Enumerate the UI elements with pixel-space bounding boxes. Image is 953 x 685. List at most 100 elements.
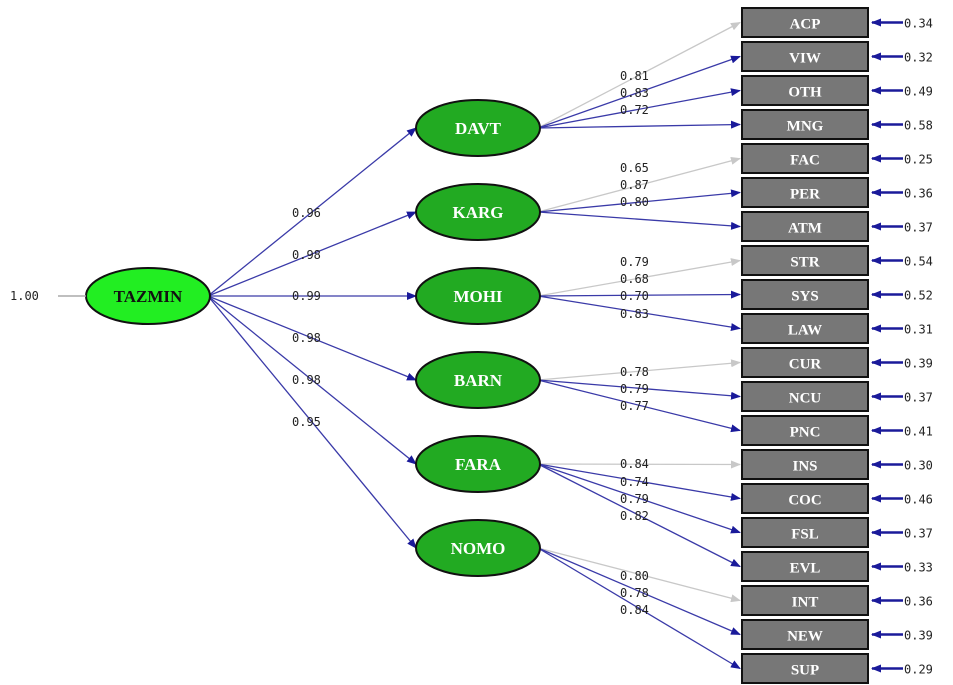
factor-to-indicator-edge bbox=[537, 258, 741, 297]
indicator-loading-label: 0.83 bbox=[620, 307, 649, 321]
error-variance-label: 0.39 bbox=[904, 629, 933, 643]
factor-to-indicator-edge bbox=[537, 156, 741, 213]
indicator-loading-label: 0.79 bbox=[620, 255, 649, 269]
root-to-factor-edge bbox=[207, 295, 417, 381]
indicator-box[interactable]: NCU bbox=[741, 381, 869, 412]
error-variance-label: 0.52 bbox=[904, 289, 933, 303]
indicator-rect bbox=[741, 585, 869, 616]
indicator-box[interactable]: VIW bbox=[741, 41, 869, 72]
root-to-factor-edge bbox=[207, 295, 417, 549]
indicator-box[interactable]: SUP bbox=[741, 653, 869, 684]
indicator-rect bbox=[741, 619, 869, 650]
indicator-box[interactable]: NEW bbox=[741, 619, 869, 650]
factor-to-indicator-edge bbox=[537, 547, 741, 670]
indicator-box[interactable]: INS bbox=[741, 449, 869, 480]
indicator-rect bbox=[741, 41, 869, 72]
factor-to-indicator-edge bbox=[537, 120, 741, 129]
indicator-box[interactable]: PER bbox=[741, 177, 869, 208]
indicator-box[interactable]: INT bbox=[741, 585, 869, 616]
indicator-rect bbox=[741, 517, 869, 548]
indicator-loading-label: 0.72 bbox=[620, 103, 649, 117]
indicator-label: MNG bbox=[787, 119, 824, 135]
factor-to-indicator-edge bbox=[537, 460, 741, 469]
indicator-loading-label: 0.82 bbox=[620, 509, 649, 523]
indicator-box[interactable]: FSL bbox=[741, 517, 869, 548]
root-label: TAZMIN bbox=[114, 287, 183, 306]
indicator-rect bbox=[741, 211, 869, 242]
indicator-rect bbox=[741, 653, 869, 684]
indicator-label: COC bbox=[788, 493, 821, 509]
indicator-label: NEW bbox=[787, 629, 823, 645]
factor-to-indicator-edge bbox=[537, 547, 741, 636]
error-variance-label: 0.33 bbox=[904, 561, 933, 575]
error-variance-label: 0.31 bbox=[904, 323, 933, 337]
factor-label: FARA bbox=[455, 455, 502, 474]
indicator-loading-label: 0.74 bbox=[620, 475, 649, 489]
indicator-rect bbox=[741, 415, 869, 446]
indicator-box[interactable]: OTH bbox=[741, 75, 869, 106]
factor-ellipse bbox=[415, 519, 541, 577]
indicator-box[interactable]: MNG bbox=[741, 109, 869, 140]
factor-node[interactable]: KARG bbox=[415, 183, 541, 241]
root-to-factor-edge bbox=[207, 295, 417, 465]
error-variance-label: 0.30 bbox=[904, 459, 933, 473]
error-variance-label: 0.37 bbox=[904, 221, 933, 235]
error-variance-label: 0.37 bbox=[904, 391, 933, 405]
indicator-label: OTH bbox=[788, 85, 822, 101]
indicator-rect bbox=[741, 483, 869, 514]
indicator-rect bbox=[741, 551, 869, 582]
root-node[interactable]: TAZMIN bbox=[85, 267, 211, 325]
root-variance-label: 1.00 bbox=[10, 289, 39, 303]
error-variance-label: 0.58 bbox=[904, 119, 933, 133]
indicator-label: FSL bbox=[791, 527, 819, 543]
indicator-box[interactable]: PNC bbox=[741, 415, 869, 446]
factor-ellipse bbox=[415, 183, 541, 241]
factor-to-indicator-edge bbox=[537, 379, 741, 433]
indicator-rect bbox=[741, 7, 869, 38]
factor-to-indicator-edge bbox=[537, 547, 741, 603]
indicator-rect bbox=[741, 109, 869, 140]
indicator-rect bbox=[741, 347, 869, 378]
indicator-box[interactable]: STR bbox=[741, 245, 869, 276]
factor-label: MOHI bbox=[453, 287, 502, 306]
indicator-box[interactable]: SYS bbox=[741, 279, 869, 310]
indicator-box[interactable]: FAC bbox=[741, 143, 869, 174]
factor-to-indicator-edge bbox=[537, 55, 741, 129]
indicator-box[interactable]: ACP bbox=[741, 7, 869, 38]
indicator-box[interactable]: ATM bbox=[741, 211, 869, 242]
error-variance-label: 0.34 bbox=[904, 17, 933, 31]
indicator-label: CUR bbox=[789, 357, 822, 373]
indicator-box[interactable]: COC bbox=[741, 483, 869, 514]
indicator-rect bbox=[741, 381, 869, 412]
factor-label: DAVT bbox=[455, 119, 502, 138]
indicator-loading-label: 0.65 bbox=[620, 161, 649, 175]
factor-label: NOMO bbox=[451, 539, 506, 558]
factor-node[interactable]: DAVT bbox=[415, 99, 541, 157]
indicator-loading-label: 0.84 bbox=[620, 457, 649, 471]
factor-to-indicator-edge bbox=[537, 463, 741, 568]
indicator-loading-label: 0.79 bbox=[620, 492, 649, 506]
indicator-box[interactable]: LAW bbox=[741, 313, 869, 344]
factor-loading-label: 0.95 bbox=[292, 415, 321, 429]
indicator-rect bbox=[741, 313, 869, 344]
edges-layer bbox=[207, 18, 903, 673]
factor-node[interactable]: MOHI bbox=[415, 267, 541, 325]
factor-node[interactable]: BARN bbox=[415, 351, 541, 409]
indicator-label: FAC bbox=[790, 153, 820, 169]
factor-loading-label: 0.96 bbox=[292, 206, 321, 220]
factor-node[interactable]: FARA bbox=[415, 435, 541, 493]
indicator-box[interactable]: CUR bbox=[741, 347, 869, 378]
indicator-loading-label: 0.79 bbox=[620, 382, 649, 396]
error-variance-label: 0.46 bbox=[904, 493, 933, 507]
indicator-label: SUP bbox=[791, 663, 819, 679]
indicator-label: LAW bbox=[788, 323, 822, 339]
error-variance-label: 0.36 bbox=[904, 595, 933, 609]
indicator-label: PER bbox=[790, 187, 820, 203]
indicator-loading-label: 0.81 bbox=[620, 69, 649, 83]
indicator-rect bbox=[741, 143, 869, 174]
indicator-box[interactable]: EVL bbox=[741, 551, 869, 582]
factor-to-indicator-edge bbox=[537, 88, 741, 129]
factor-node[interactable]: NOMO bbox=[415, 519, 541, 577]
